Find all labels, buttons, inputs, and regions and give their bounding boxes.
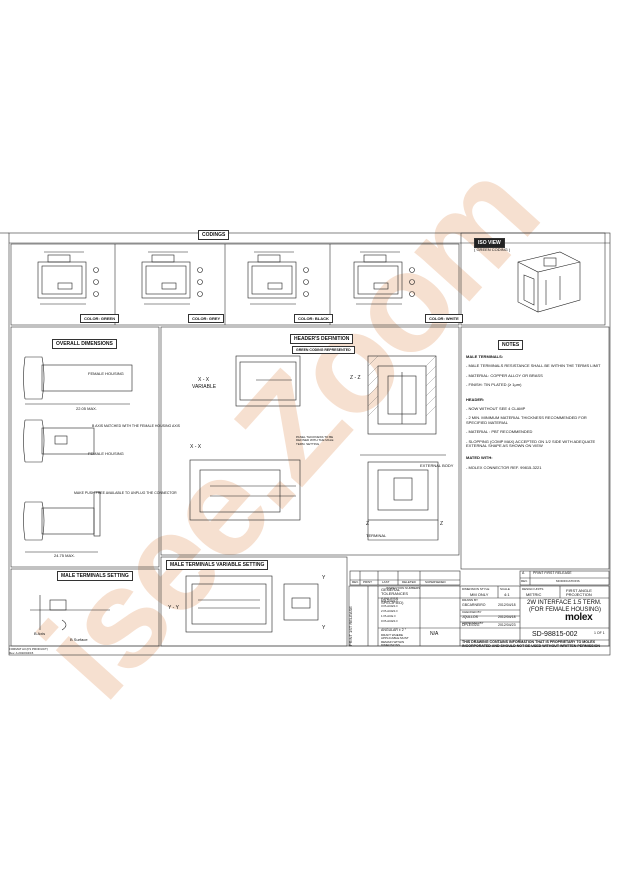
note-line: MATED WITH: (466, 455, 493, 461)
push-free-note: MAKE PUSH FREE AVAILABLE TO UNPLUG THE C… (74, 491, 177, 495)
color-grey-label: COLOR: GREY (188, 314, 225, 323)
print-col-label: PRINT (363, 580, 372, 584)
last-col-label: LAST (382, 580, 390, 584)
inspection-numbers-label: INSPECTION NUMBERS (386, 586, 421, 590)
headers-definition-header: HEADER'S DEFINITION (290, 334, 354, 344)
terminal-label: TERMINAL (366, 533, 387, 538)
tolerance-1-place: 1 PLACE ± (381, 614, 396, 618)
drawing-subtitle: (FOR FEMALE HOUSING) (529, 607, 602, 613)
checked-date: 2012/04/18 (498, 615, 516, 619)
superseded-col-label: SUPERSEDED (425, 580, 446, 584)
note-line: - SLOPPING (COMP MAX) ACCEPTED ON 1/2 SI… (466, 438, 596, 448)
z-marker-1: Z (366, 521, 370, 527)
metric-value: METRIC (526, 592, 542, 597)
checked-by-name: JQULLOS (462, 615, 478, 619)
note-line: - MATERIAL : PBT RECOMMENDED (466, 429, 533, 435)
overall-max-2: 24.75 MAX. (54, 553, 75, 558)
y-marker-2: Y (322, 625, 326, 631)
overall-max-1: 22.05 MAX. (76, 406, 97, 411)
overall-dimensions-header: OVERALL DIMENSIONS (52, 339, 117, 349)
rev-col-label-2: REV. (521, 579, 528, 583)
section-xx-label: X - X (198, 377, 210, 383)
color-black-label: COLOR: BLACK (294, 314, 333, 323)
approved-by-name: DPLESS/G (462, 623, 480, 627)
note-line: - MATERIAL: COPPER ALLOY OR BRASS (466, 372, 543, 378)
molex-logo: molex (565, 612, 593, 623)
color-white-label: COLOR: WHITE (425, 314, 463, 323)
section-xx-label-2: X - X (190, 444, 202, 450)
codings-header: CODINGS (198, 230, 230, 240)
male-terminals-setting-header: MALE TERMINALS SETTING (57, 571, 133, 581)
section-zz-label: Z - Z (350, 375, 361, 381)
na-value: N/A (430, 631, 439, 637)
male-terminals-variable-header: MALE TERMINALS VARIABLE SETTING (166, 560, 269, 570)
format-rev: Rev. A 2010/04/15 (9, 651, 34, 655)
mm-only-value: MM ONLY (470, 592, 489, 597)
note-line: - NOW WITHOUT SEE 4 CLAMP (466, 405, 526, 411)
document-number: SD-98815-002 (532, 631, 578, 638)
female-housing-label-2: FEMALE HOUSING (88, 451, 124, 456)
dimension-style-label: DIMENSION STYLE (462, 587, 490, 591)
note-line: - MALE TERMINALS RESISTANCE SHALL BE WIT… (466, 363, 601, 369)
iso-view-header: ISO VIEW (474, 238, 505, 248)
tolerance-4-places: 4 PLACES ± (381, 599, 398, 603)
note-line: - MOLEX CONNECTOR REF. 99815-3221 (466, 464, 542, 470)
scale-label: SCALE (500, 587, 510, 591)
general-tolerances-label: GENERAL TOLERANCES (UNLESS SPECIFIED) (381, 587, 409, 606)
axis-matched-note: B AXIS MATCHED WITH THE FEMALE HOUSING A… (92, 424, 180, 428)
print-first-release-vertical: PRINT 1ST RELEASE (348, 606, 353, 646)
draft-note: DRAFT WHERE APPLICABLE MUST REMAIN WITHI… (381, 633, 409, 647)
note-line: - 2 MIN. MINIMUM MATERIAL THICKNESS RECO… (466, 415, 587, 425)
proprietary-notice: THIS DRAWING CONTAINS INFORMATION THAT I… (462, 640, 600, 648)
external-body-label: EXTERNAL BODY (420, 463, 454, 468)
design-units-label: DESIGN UNITS (522, 587, 544, 591)
green-coding-label: GREEN CODING REPRESENTED (292, 346, 355, 354)
angular-tolerance: ANGULAR ± 2 ° (381, 628, 407, 632)
notes-list: MALE TERMINALS: - MALE TERMINALS RESISTA… (466, 352, 606, 470)
modifications-label: MODIFICATIONS (556, 579, 580, 583)
notes-header: NOTES (498, 340, 524, 350)
tolerance-3-places: 3 PLACES ± (381, 604, 398, 608)
color-green-label: COLOR: GREEN (80, 314, 120, 323)
tolerance-2-places: 2 PLACES ± (381, 609, 398, 613)
female-housing-label-1: FEMALE HOUSING (88, 371, 124, 376)
format-label: FORMAT A3 (P1 PRODUCT) (9, 647, 48, 651)
note-line: - FINISH: TIN PLATED (≥ 1μm) (466, 382, 522, 388)
z-marker-2: Z (440, 521, 444, 527)
section-yy-label: Y - Y (168, 605, 179, 611)
first-release-label: PRINT FIRST RELEASE (533, 571, 572, 575)
drawn-by-name: GBCARNEIRO (462, 603, 486, 607)
drawn-by-label: DRAWN BY (462, 598, 479, 602)
revision-letter: A (522, 571, 525, 575)
b-surface-label: B Surface (70, 637, 88, 642)
b-axis-label: B Axis (34, 631, 46, 636)
deleted-col-label: DELETED (402, 580, 416, 584)
approved-by-label: APPROVED BY (462, 621, 484, 625)
rev-col-label: REV. (352, 580, 359, 584)
drawing-title: 2W INTERFACE 1.5 TERM. (527, 600, 602, 606)
panel-thickness-note: PANEL THICKNESS TO BE DEFINED WITH THE M… (296, 435, 334, 446)
tolerance-0-places: 0 PLACES ± (381, 619, 398, 623)
checked-by-label: CHECKED BY (462, 610, 482, 614)
drawn-date: 2012/04/18 (498, 603, 516, 607)
note-line: MALE TERMINALS: (466, 354, 504, 359)
first-angle-projection: FIRST ANGLE PROJECTION (566, 588, 592, 598)
y-marker-1: Y (322, 575, 326, 581)
variable-label: VARIABLE (192, 384, 217, 390)
note-line: HEADER: (466, 396, 485, 402)
scale-value: 4:1 (504, 592, 510, 597)
sheet-number: 1 OF 1 (594, 631, 605, 635)
iso-view-subheader: ( GREEN CODING ) (474, 247, 511, 252)
approved-date: 2012/04/23 (498, 623, 516, 627)
